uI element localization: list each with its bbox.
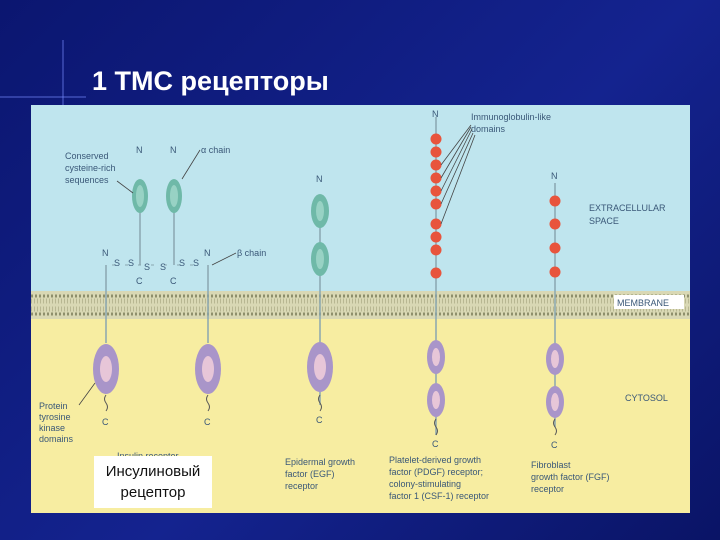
ig-like-domain <box>549 266 561 278</box>
ig-like-domain <box>549 242 561 254</box>
pdgf-receptor: N C <box>427 109 445 449</box>
svg-text:growth factor (FGF): growth factor (FGF) <box>531 472 610 482</box>
svg-text:N: N <box>316 174 323 184</box>
conserved-sequences-label: Conserved cysteine-rich sequences <box>65 151 134 194</box>
svg-text:S: S <box>193 258 199 268</box>
svg-text:C: C <box>204 417 211 427</box>
receptor-diagram: EXTRACELLULAR SPACE MEMBRANE CYTOSOL <box>31 105 690 513</box>
ig-like-domain <box>430 185 442 197</box>
svg-text:colony-stimulating: colony-stimulating <box>389 479 461 489</box>
membrane-label-background <box>614 295 684 309</box>
svg-text:S: S <box>128 258 134 268</box>
ig-like-domain <box>430 146 442 158</box>
svg-text:α chain: α chain <box>201 145 230 155</box>
caption-line: рецептор <box>120 484 186 501</box>
svg-text:C: C <box>170 276 177 286</box>
svg-text:cysteine-rich: cysteine-rich <box>65 163 116 173</box>
ig-like-domains-label: Immunoglobulin-like domains <box>440 112 551 225</box>
svg-text:N: N <box>170 145 177 155</box>
cell-membrane <box>31 291 690 319</box>
svg-text:S: S <box>114 258 120 268</box>
insulin-receptor-caption: Инсулиновый рецептор <box>94 456 212 508</box>
svg-text:Epidermal growth: Epidermal growth <box>285 457 355 467</box>
beta-chain-label: β chain <box>211 248 266 266</box>
ig-like-domain <box>430 198 442 210</box>
slide-title: 1 ТМС рецепторы <box>92 66 329 96</box>
egf-receptor: N C <box>307 174 333 425</box>
svg-text:C: C <box>551 440 558 450</box>
svg-text:N: N <box>551 171 558 181</box>
svg-text:Protein: Protein <box>39 401 68 411</box>
svg-text:N: N <box>102 248 109 258</box>
alpha-chain-label: α chain <box>181 145 230 180</box>
svg-text:kinase: kinase <box>39 423 65 433</box>
ig-like-domain <box>430 267 442 279</box>
svg-text:Immunoglobulin-like: Immunoglobulin-like <box>471 112 551 122</box>
svg-text:Fibroblast: Fibroblast <box>531 460 571 470</box>
ig-like-domain <box>430 133 442 145</box>
decorative-line <box>62 40 64 160</box>
pdgf-receptor-label: Platelet-derived growth factor (PDGF) re… <box>389 455 489 501</box>
svg-text:N: N <box>136 145 143 155</box>
svg-text:factor (EGF): factor (EGF) <box>285 469 335 479</box>
egf-receptor-label: Epidermal growth factor (EGF) receptor <box>285 457 355 491</box>
caption-line: Инсулиновый <box>105 463 201 480</box>
ig-like-domain <box>430 172 442 184</box>
ig-like-domain <box>430 218 442 230</box>
ig-like-domain <box>430 231 442 243</box>
svg-text:C: C <box>432 439 439 449</box>
svg-text:N: N <box>204 248 211 258</box>
ig-like-domain <box>430 244 442 256</box>
svg-text:factor 1 (CSF-1) receptor: factor 1 (CSF-1) receptor <box>389 491 489 501</box>
extracellular-label: SPACE <box>589 216 619 226</box>
svg-text:receptor: receptor <box>285 481 318 491</box>
kinase-domains-label: Protein tyrosine kinase domains <box>39 382 96 444</box>
decorative-line <box>0 96 86 98</box>
svg-text:C: C <box>136 276 143 286</box>
svg-text:C: C <box>316 415 323 425</box>
ig-like-domain <box>549 195 561 207</box>
svg-text:β chain: β chain <box>237 248 266 258</box>
svg-text:domains: domains <box>39 434 74 444</box>
svg-text:S: S <box>144 262 150 272</box>
svg-text:sequences: sequences <box>65 175 109 185</box>
svg-text:factor (PDGF) receptor;: factor (PDGF) receptor; <box>389 467 483 477</box>
svg-text:tyrosine: tyrosine <box>39 412 71 422</box>
ig-like-domain <box>430 159 442 171</box>
svg-text:S: S <box>179 258 185 268</box>
svg-text:receptor: receptor <box>531 484 564 494</box>
insulin-receptor: N N N N C C C C S S S S S S <box>93 145 221 427</box>
extracellular-label: EXTRACELLULAR <box>589 203 666 213</box>
svg-text:S: S <box>160 262 166 272</box>
ig-like-domain <box>549 218 561 230</box>
svg-text:C: C <box>102 417 109 427</box>
svg-text:domains: domains <box>471 124 506 134</box>
svg-text:Conserved: Conserved <box>65 151 109 161</box>
cytosol-label: CYTOSOL <box>625 393 668 403</box>
membrane-label: MEMBRANE <box>617 298 669 308</box>
fgf-receptor-label: Fibroblast growth factor (FGF) receptor <box>531 460 610 494</box>
svg-text:N: N <box>432 109 439 119</box>
svg-text:Platelet-derived growth: Platelet-derived growth <box>389 455 481 465</box>
fgf-receptor: N C <box>546 171 564 450</box>
